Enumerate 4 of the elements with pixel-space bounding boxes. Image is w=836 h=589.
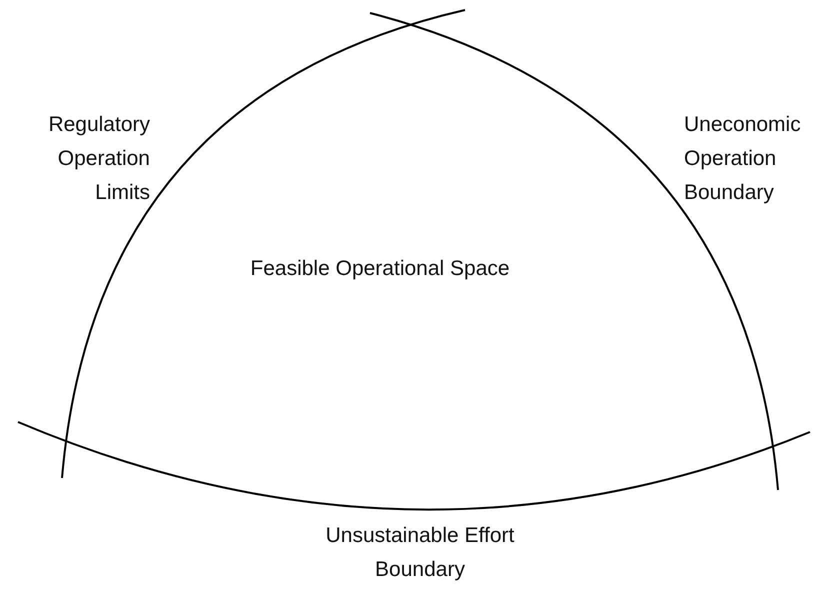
region-label: Feasible Operational Space — [249, 256, 511, 282]
boundary-label: Regulatory Operation Limits — [47, 112, 150, 206]
boundary-label: Unsustainable Effort Boundary — [325, 523, 515, 583]
boundary-label: Uneconomic Operation Boundary — [684, 112, 802, 206]
